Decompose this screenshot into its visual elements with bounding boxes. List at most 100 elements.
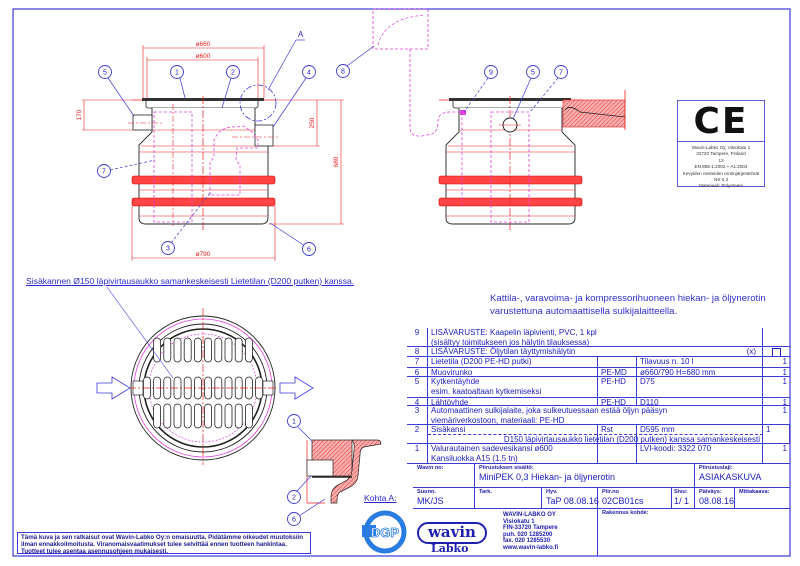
part-number: 7 bbox=[407, 357, 428, 367]
part-quantity: 1 bbox=[782, 357, 787, 366]
part-number: 2 bbox=[407, 425, 428, 443]
description-line: Lietetila (D200 PE-HD putki) bbox=[431, 357, 532, 366]
callout: 2 bbox=[292, 495, 296, 502]
part-number: 4 bbox=[407, 398, 428, 405]
flow-in-arrow bbox=[96, 376, 131, 400]
designer-cell: Suunn.MK/JS bbox=[413, 488, 475, 509]
dim-660: ø660 bbox=[196, 41, 211, 48]
grate-slot bbox=[214, 337, 223, 363]
part-description: Muovirunko bbox=[428, 368, 598, 376]
product-description: Kattila-, varavoima- ja kompressorihuone… bbox=[490, 292, 766, 318]
part-description: Automaattinen sulkijalaite, joka sulkeut… bbox=[428, 406, 763, 424]
description-line: Sisäkansi bbox=[431, 425, 466, 434]
dim-250: 250 bbox=[309, 117, 316, 128]
description-line: Automaattinen sulkijalaite, joka sulkeut… bbox=[431, 406, 668, 415]
grate-slot bbox=[234, 337, 243, 363]
grate-slot bbox=[224, 403, 233, 429]
drawing-border bbox=[12, 8, 791, 557]
checked-cell: Tark. bbox=[475, 488, 542, 509]
part-description: LISÄVARUSTE: Öljytilan täyttymishälytin(… bbox=[428, 347, 763, 356]
dim-680: 680 bbox=[333, 156, 340, 167]
dim-600: ø600 bbox=[196, 53, 211, 60]
part-spec: D75 bbox=[637, 377, 763, 397]
ce-logo: CE bbox=[678, 101, 764, 142]
part-number: 1 bbox=[407, 444, 428, 463]
cable-gland-9 bbox=[460, 110, 466, 115]
svg-text:DGP: DGP bbox=[371, 525, 400, 540]
callout: 7 bbox=[559, 70, 563, 77]
callout: 6 bbox=[292, 517, 296, 524]
grate-slot bbox=[173, 403, 182, 429]
callout: 5 bbox=[103, 70, 107, 77]
description-line: Kansiluokka A15 (1.5 tn) bbox=[431, 453, 518, 463]
inlet-pipe-5 bbox=[132, 114, 153, 131]
side-elevation: 8 9 5 7 bbox=[336, 8, 626, 233]
part-spec: LVI-koodi: 3322 070 bbox=[637, 444, 763, 463]
description-line: esim. kaatoaltaan kytkemiseksi bbox=[431, 386, 542, 396]
part-number: 8 bbox=[407, 347, 428, 356]
title-block: Wavin no: Piirustuksen sisältö:MiniPEK 0… bbox=[407, 464, 790, 556]
part-number: 3 bbox=[407, 406, 428, 424]
callout: 4 bbox=[307, 70, 311, 77]
callout: 8 bbox=[341, 69, 345, 76]
sludge-chamber-7 bbox=[153, 111, 193, 223]
part-material bbox=[598, 357, 637, 367]
labko-logo: Labko bbox=[431, 542, 469, 555]
part-quantity: 1 bbox=[782, 444, 787, 453]
date-cell: Päiväys:08.08.16 bbox=[695, 488, 735, 509]
front-elevation: A ø660 ø600 ø790 170 250 680 5 1 bbox=[76, 30, 344, 261]
callout: 9 bbox=[489, 70, 493, 77]
dim-170: 170 bbox=[76, 109, 83, 120]
dgp-certification-logo: DGP bbox=[362, 510, 407, 554]
ce-text-line: Kevyiden nesteiden erotinjärjestelmät bbox=[682, 170, 760, 176]
site-cell: Rakennus kohde: bbox=[602, 510, 649, 516]
company-line: Visiokatu 1 bbox=[503, 518, 535, 525]
part-quantity: 1 bbox=[782, 368, 787, 376]
grate-slot bbox=[214, 403, 223, 429]
grate-slot bbox=[173, 337, 182, 363]
ce-text-line: Wavin-Labko Oy, Visiokatu 1 bbox=[691, 145, 751, 150]
wavin-logo: wavin bbox=[417, 522, 487, 544]
company-line: puh. 020 1285200 bbox=[503, 531, 553, 538]
grate-slot bbox=[153, 403, 162, 429]
description-line: (sisältyy toimitukseen jos hälytin tilau… bbox=[431, 337, 590, 347]
part-quantity: 1 bbox=[782, 398, 787, 405]
grate-slot bbox=[183, 337, 192, 363]
drawing-content-cell: Piirustuksen sisältö:MiniPEK 0,3 Hiekan-… bbox=[475, 464, 695, 488]
detail-a-label: A bbox=[298, 30, 304, 39]
part-number: 6 bbox=[407, 368, 428, 376]
callout: 1 bbox=[175, 70, 179, 77]
description-line: LISÄVARUSTE: Kaapelin läpivienti, PVC, 1… bbox=[431, 328, 597, 337]
grate-slot bbox=[204, 403, 213, 429]
dim-790: ø790 bbox=[196, 251, 211, 258]
part-spec: Tilavuus n. 10 l bbox=[637, 357, 763, 367]
part-quantity bbox=[763, 328, 790, 346]
part-description: LISÄVARUSTE: Kaapelin läpivienti, PVC, 1… bbox=[428, 328, 763, 346]
part-quantity bbox=[763, 347, 790, 356]
description-line: Muovirunko bbox=[431, 368, 473, 376]
alarm-option-checkbox[interactable] bbox=[772, 348, 781, 356]
callout: 3 bbox=[166, 246, 170, 253]
grate-slot bbox=[224, 337, 233, 363]
grate-slot bbox=[193, 337, 202, 363]
part-spec: D110 bbox=[637, 398, 763, 405]
callout: 2 bbox=[231, 70, 235, 77]
part-material bbox=[598, 444, 637, 463]
callout: 7 bbox=[102, 169, 106, 176]
part-description: Lähtöyhde bbox=[428, 398, 598, 405]
company-line: WAVIN-LABKO OY bbox=[503, 512, 556, 518]
detail-a-section: 1 2 6 bbox=[287, 414, 382, 526]
company-line: www.wavin-labko.fi bbox=[503, 544, 559, 551]
alarm-cable bbox=[409, 49, 463, 205]
